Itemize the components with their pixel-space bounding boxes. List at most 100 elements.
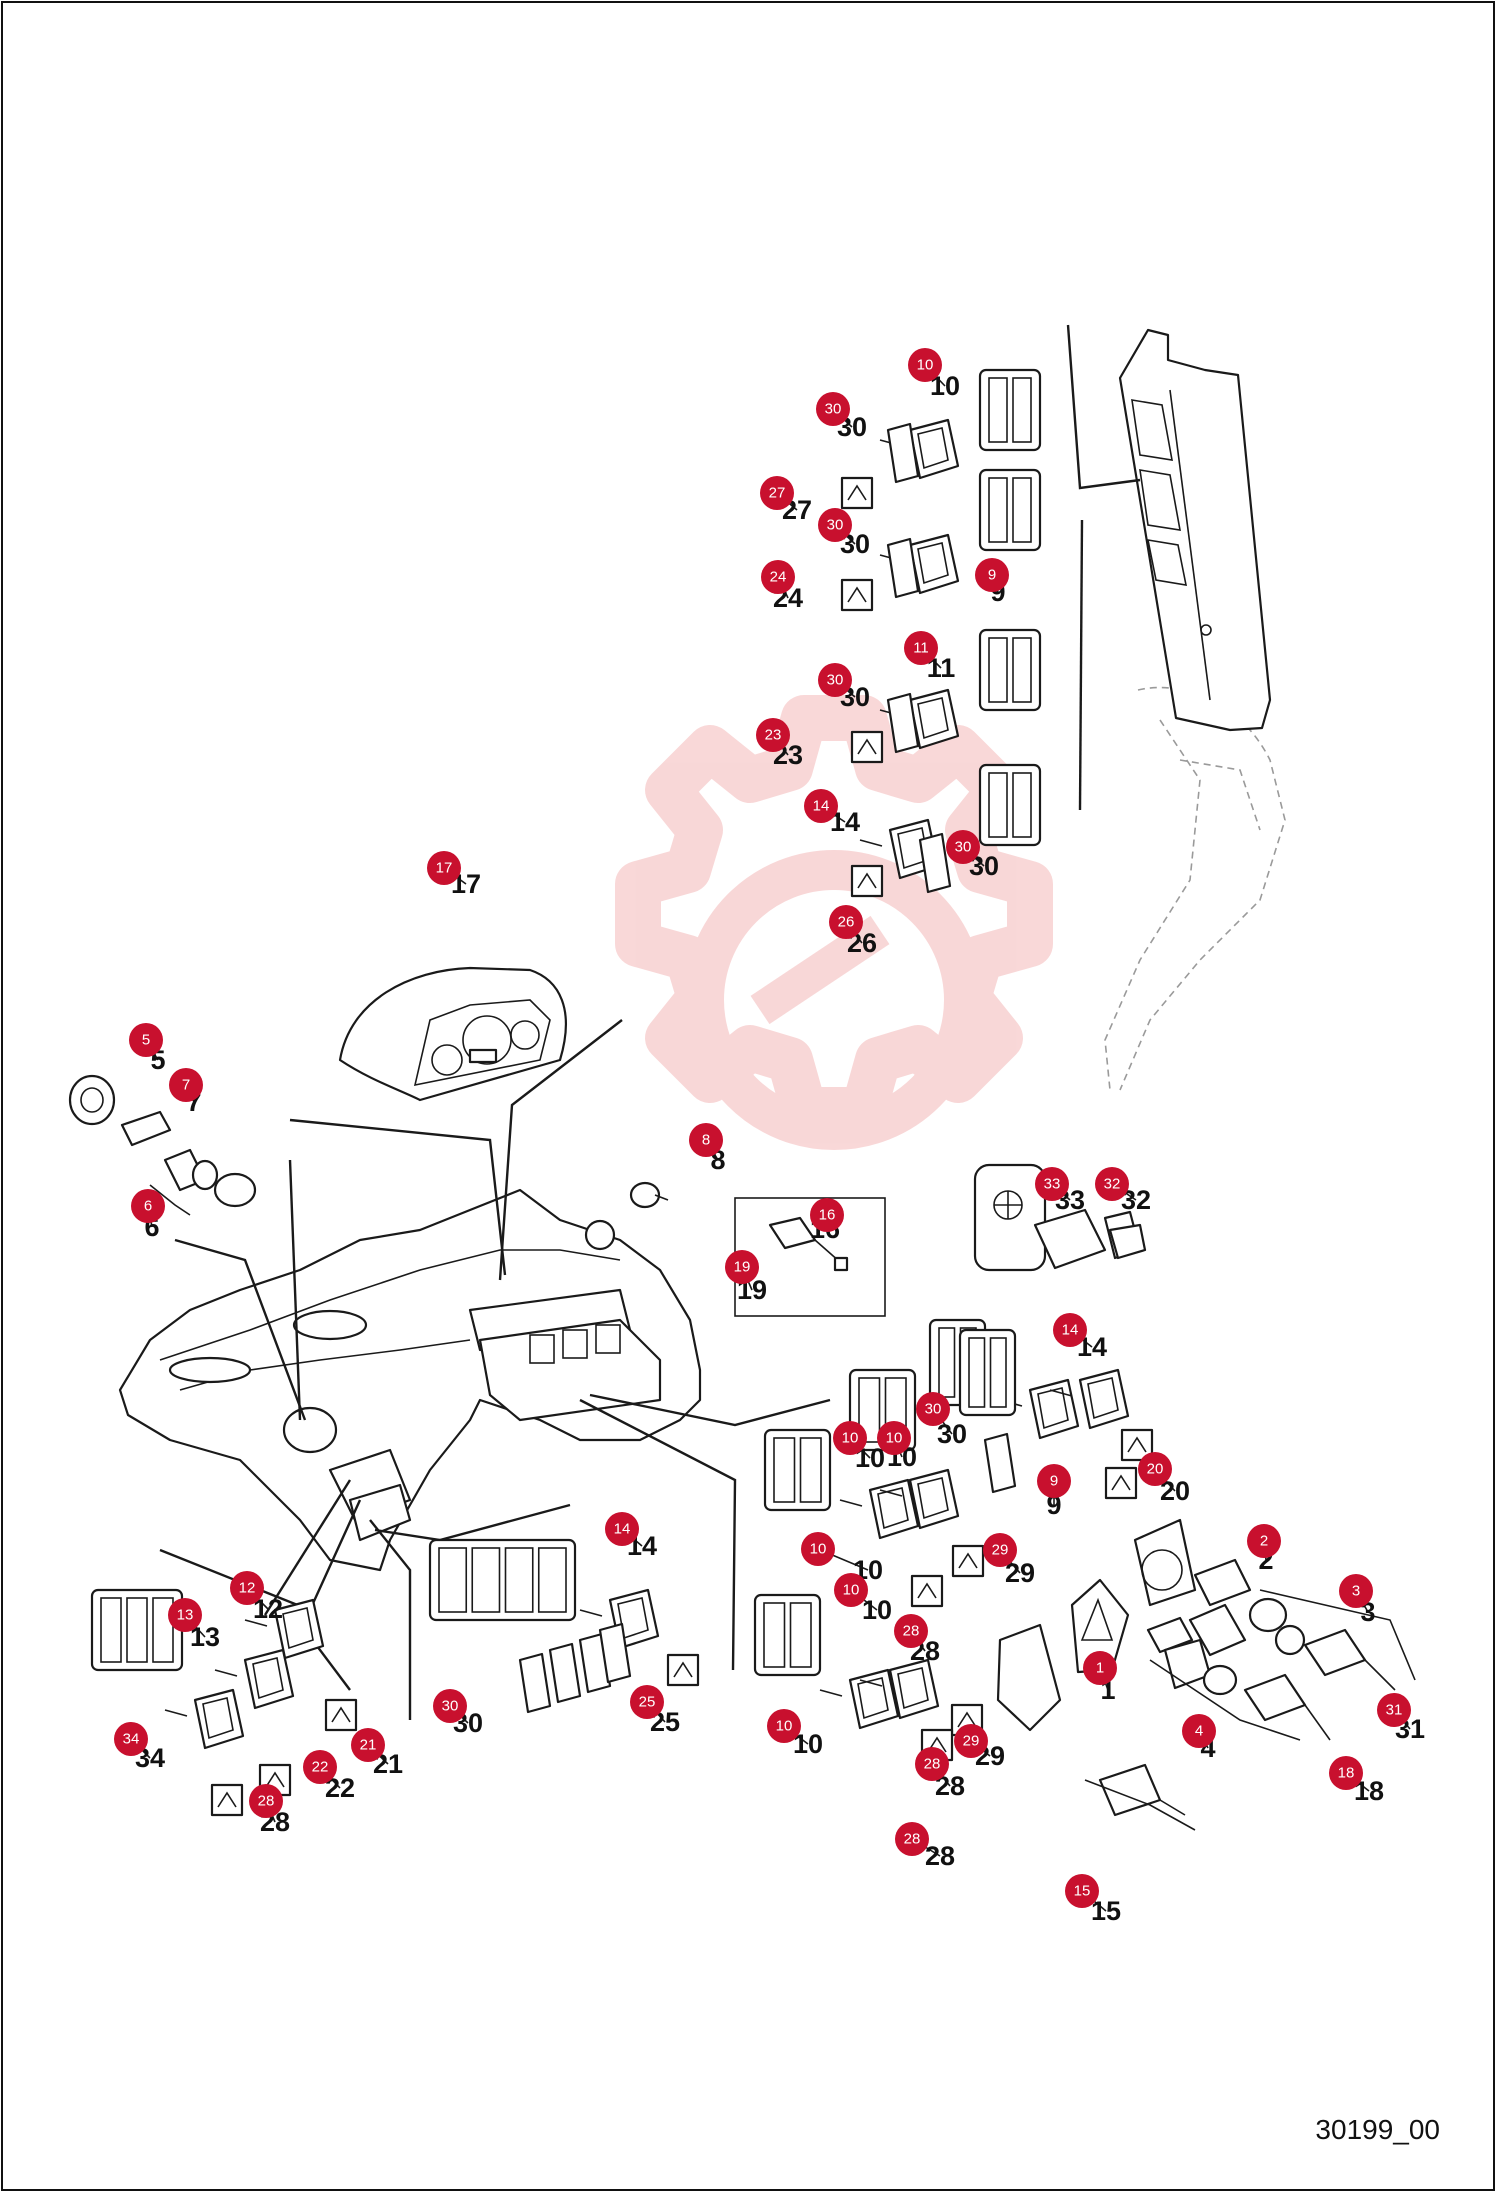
symbol-decal-glyph [673, 1661, 693, 1678]
blank-insert [886, 537, 920, 599]
callout-badge: 9 [975, 558, 1009, 592]
callout-badge: 26 [829, 905, 863, 939]
callout-badge-text: 10 [917, 357, 934, 374]
warning-decal-triangle [1070, 1578, 1130, 1674]
rocker-switch-face [877, 1487, 909, 1530]
blank-insert [886, 692, 920, 754]
ignition-bezel [1248, 1597, 1288, 1633]
ignition-lower-ring [1202, 1664, 1238, 1696]
switch-frame-cell [799, 1437, 822, 1503]
rocker-switch-face [917, 1477, 949, 1520]
symbol-decal-glyph [1127, 1436, 1147, 1453]
callout-badge: 7 [169, 1068, 203, 1102]
side-console-slot-3 [1146, 539, 1188, 586]
callout-badge: 10 [833, 1421, 867, 1455]
symbol-decal-glyph [265, 1771, 285, 1788]
callout-badge-text: 26 [838, 914, 855, 931]
switch-pin [244, 1619, 268, 1627]
switch-frame-cell [126, 1597, 148, 1663]
part-number-label: 30 [937, 1419, 967, 1449]
callout-badge: 9 [1037, 1464, 1071, 1498]
callout-badge: 29 [983, 1533, 1017, 1567]
rocker-switch [273, 1598, 325, 1660]
switch-pin [859, 839, 883, 847]
callout-badge: 17 [427, 851, 461, 885]
switch-and-frame-parts [90, 368, 1154, 1817]
rocker-switch-face [252, 1657, 284, 1700]
leader-panel-right [589, 1393, 831, 1427]
callout-badge-circle [605, 1512, 639, 1546]
callout-badge-text: 28 [903, 1623, 920, 1640]
leader-lower-left-2 [263, 1479, 352, 1616]
rocker-switch [1078, 1368, 1130, 1430]
callout-badge-circle [131, 1189, 165, 1223]
callout-badge-text: 9 [1050, 1473, 1058, 1490]
callout-badge: 10 [767, 1709, 801, 1743]
callout-badge: 12 [230, 1571, 264, 1605]
callout-badge-circle [983, 1533, 1017, 1567]
ignition-lower-key [1304, 1704, 1331, 1741]
callout-badge-circle [1377, 1693, 1411, 1727]
symbol-decal-glyph [217, 1791, 237, 1808]
switch-frame-cell [152, 1597, 174, 1663]
callout-badge: 10 [877, 1421, 911, 1455]
callout-badge: 14 [804, 789, 838, 823]
switch-frame-cell [1012, 377, 1032, 443]
panel-slot-c [595, 1324, 621, 1354]
leader-socket-2 [288, 1159, 302, 1421]
callout-badge-text: 30 [955, 839, 972, 856]
callout-badge-circle [818, 663, 852, 697]
callout-badge-circle [767, 1709, 801, 1743]
callout-badge-circle [801, 1532, 835, 1566]
callout-badge: 19 [725, 1250, 759, 1284]
callout-badge-circle [1247, 1524, 1281, 1558]
symbol-decal-glyph [917, 1582, 937, 1599]
callout-badge-circle [829, 905, 863, 939]
callout-badge-text: 9 [988, 567, 996, 584]
blank-insert [598, 1622, 632, 1684]
callout-badge-circle [433, 1689, 467, 1723]
ignition-lower-cylinder [1243, 1673, 1307, 1722]
callout-badge: 10 [801, 1532, 835, 1566]
callout-badge: 30 [946, 830, 980, 864]
gauge-display [468, 1048, 498, 1064]
callout-badge-circle [760, 476, 794, 510]
callout-badge-text: 5 [142, 1032, 150, 1049]
switch-pin [214, 1669, 238, 1677]
grommet-part [629, 1181, 669, 1209]
side-console-slot-1 [1131, 399, 1173, 461]
part-number-label: 10 [862, 1595, 892, 1625]
callout-badge-circle [1037, 1464, 1071, 1498]
rocker-switch [868, 1478, 920, 1540]
ignition-decal-ring [1141, 1549, 1183, 1591]
callout-badge: 29 [954, 1724, 988, 1758]
blank-insert [548, 1642, 582, 1704]
callout-badge-circle [114, 1722, 148, 1756]
rocker-switch [888, 1658, 940, 1720]
rocker-switch-face [1087, 1377, 1119, 1420]
gauge-left [431, 1044, 463, 1076]
callout-badge: 4 [1182, 1714, 1216, 1748]
socket-nut [191, 1159, 219, 1191]
callout-badge-circle [1339, 1574, 1373, 1608]
instrument-cluster-face [413, 999, 551, 1087]
pillar-dashed-1 [1119, 686, 1286, 1091]
ignition-switch-cap [1193, 1558, 1252, 1607]
rotary-switch-body [1033, 1208, 1107, 1270]
callout-badge-text: 14 [1062, 1322, 1079, 1339]
console-bracket-line [1066, 324, 1141, 490]
dashboard-lower-panel-2 [348, 1483, 412, 1542]
callout-badge-text: 30 [925, 1401, 942, 1418]
rotary-switch-symbol-cross [994, 1191, 1022, 1219]
ignition-housing [1188, 1603, 1247, 1657]
callout-badge-text: 2 [1260, 1533, 1268, 1550]
switch-pin [1049, 1389, 1073, 1397]
rocker-switch-face [1037, 1387, 1069, 1430]
callout-badge-text: 15 [1074, 1883, 1091, 1900]
callout-badge-text: 28 [924, 1756, 941, 1773]
callout-badge-circle [1035, 1167, 1069, 1201]
switch-frame-bezel [978, 368, 1042, 452]
bracket-4 [1149, 1659, 1301, 1741]
callout-badge-text: 27 [769, 485, 786, 502]
